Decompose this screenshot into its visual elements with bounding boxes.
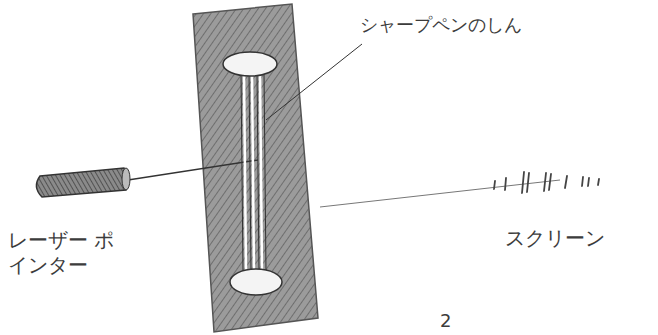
pencil-lead-outlines: [241, 72, 266, 272]
tape: [230, 269, 282, 295]
page-number: 2: [440, 310, 480, 333]
laser-pointer: [36, 168, 130, 197]
diffraction-pattern: [494, 172, 599, 193]
leader-line: [266, 44, 362, 120]
tape: [223, 52, 277, 76]
laser-beam: [128, 160, 258, 180]
part-label: スクリーン: [505, 226, 645, 251]
pencil-leads: [244, 72, 262, 272]
part-label: シャープペンのしん: [360, 14, 580, 37]
part-label: レーザー ポインター: [8, 228, 130, 278]
board: [193, 4, 318, 332]
laser-beam: [320, 180, 560, 207]
